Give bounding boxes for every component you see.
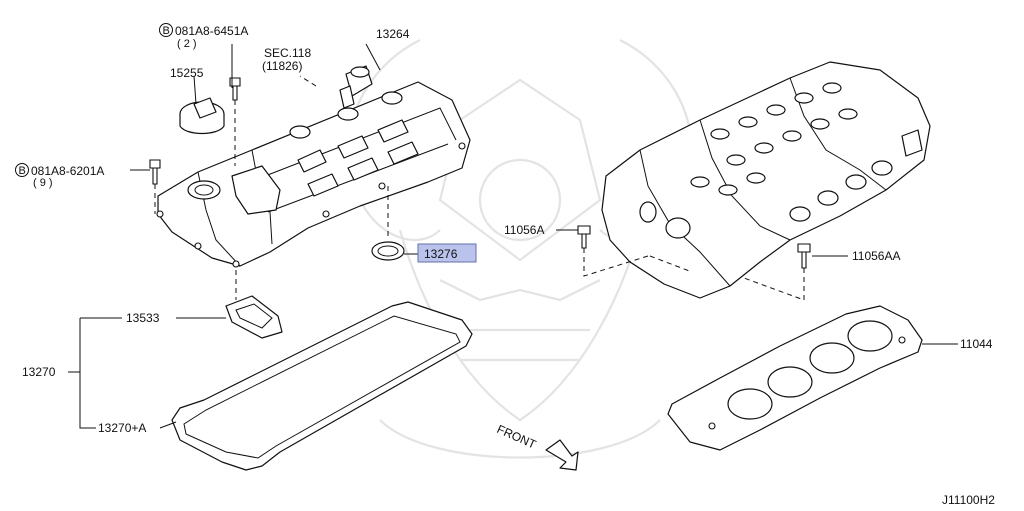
circled-b-letter: B [163,25,170,37]
label-gasket-large: 13270+A [98,421,146,435]
bolt-6201-callout: B 081A8-6201A ( 9 ) [15,163,104,189]
label-cap: 15255 [170,66,204,80]
assembly-lines [154,75,805,301]
label-bolt-6201-qty: ( 9 ) [33,177,53,189]
label-bolt-6451: 081A8-6451A [175,24,248,38]
head-bolt-aa [797,243,811,269]
circled-b-icon [15,163,29,177]
label-bolt-aa: 11056AA [852,249,901,263]
seal-ring [371,241,405,261]
label-bolt-a: 11056A [504,223,544,237]
bolt-6451-callout: B 081A8-6451A ( 2 ) [159,23,248,50]
cylinder-head [601,61,931,299]
label-sec-ref: SEC.118 [264,46,311,60]
seal-ring-callout: 13276 [417,243,477,263]
cover-bolt-6201 [149,159,161,185]
label-bolt-6451-qty: ( 2 ) [177,38,197,50]
diagram-code: J11100H2 [942,493,995,507]
label-gasket-small: 13533 [126,311,160,325]
label-head-gasket: 11044 [960,337,993,351]
label-gasket-set: 13270 [22,365,56,379]
label-seal-ring: 13276 [424,247,458,261]
label-bolt-6201: 081A8-6201A [31,164,104,178]
oil-filler-cap [179,97,225,135]
label-cover: 13264 [376,27,410,41]
head-gasket [667,305,923,451]
head-bolt-a [577,225,591,249]
valve-cover [156,65,471,268]
leader-lines [68,43,958,429]
circled-b-letter: B [19,165,26,177]
watermark-emblem [347,39,693,459]
highlight-box [417,243,477,263]
front-direction-arrow [545,439,579,471]
gasket-small [225,295,283,339]
gasket-large [171,301,473,471]
front-label: FRONT [495,422,539,452]
circled-b-icon [159,23,173,37]
label-sec-ref-sub: (11826) [262,59,302,73]
